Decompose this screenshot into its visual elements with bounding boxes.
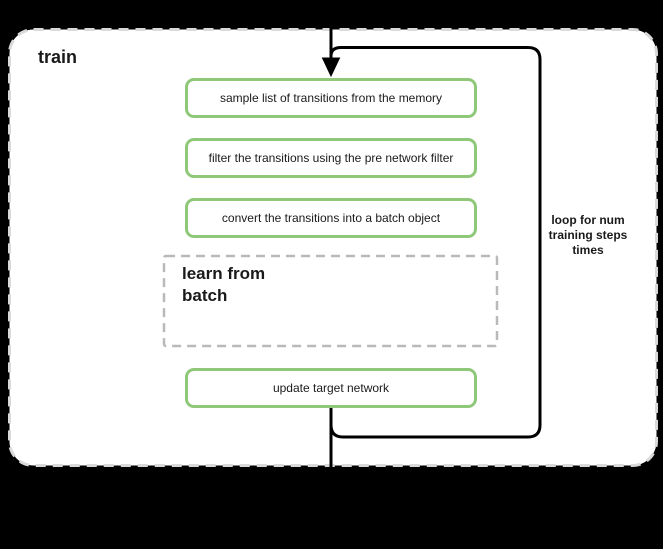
loop-rect-path [329,46,542,439]
step-box-filter-transitions: filter the transitions using the pre net… [185,138,477,178]
step-box-sample-transitions: sample list of transitions from the memo… [185,78,477,118]
learn-from-batch-box [162,254,499,348]
step-label: sample list of transitions from the memo… [219,91,443,105]
step-box-update-target-network: update target network [185,368,477,408]
train-container-border [8,28,658,467]
flow-arrowhead [321,57,341,78]
loop-annotation-label: loop for num training steps times [548,213,628,257]
step-box-convert-batch: convert the transitions into a batch obj… [185,198,477,238]
learn-from-batch-label: learn from batch [182,264,266,305]
step-label: update target network [272,381,390,395]
step-label: filter the transitions using the pre net… [208,151,454,165]
step-label: convert the transitions into a batch obj… [221,211,441,225]
train-container-title: train [38,47,78,67]
